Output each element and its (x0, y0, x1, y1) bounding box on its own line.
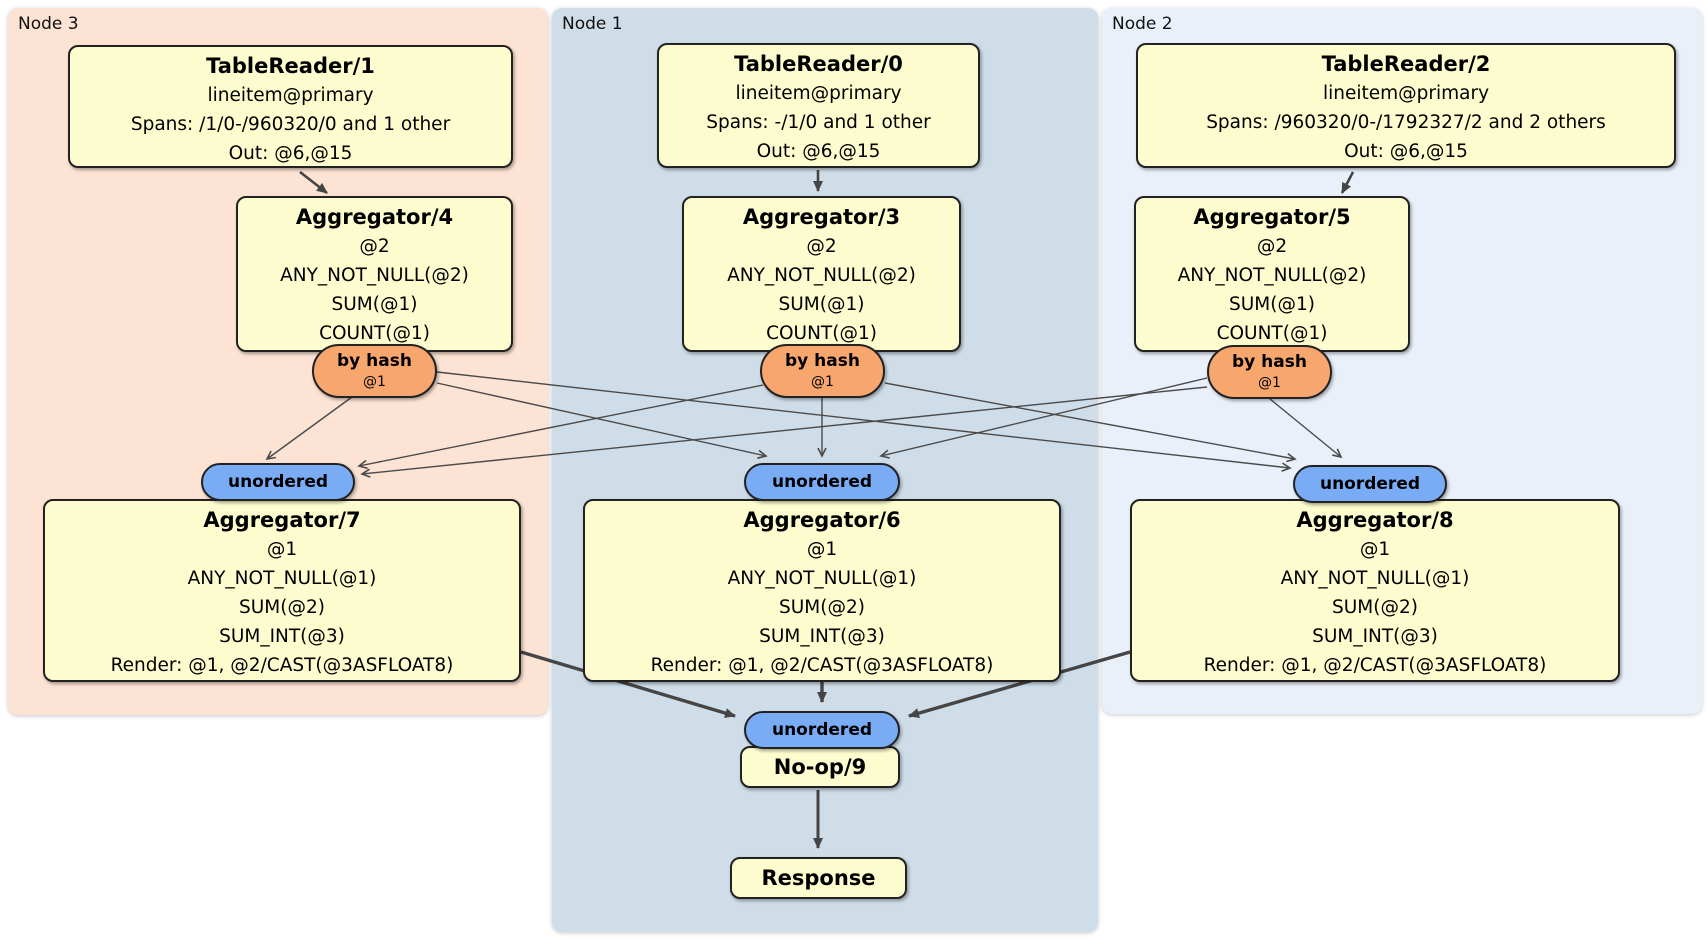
processor-detail-line: COUNT(@1) (1216, 323, 1328, 344)
processor-title: TableReader/2 (1321, 52, 1491, 76)
sync-label: unordered (227, 472, 329, 492)
response-node: Response (730, 857, 907, 899)
processor-detail-line: @1 (1359, 539, 1391, 560)
processor-title: Aggregator/3 (742, 205, 901, 229)
processor-detail-line: Out: @6,@15 (1344, 141, 1468, 162)
sync-label: unordered (771, 720, 873, 740)
processor-title: Aggregator/8 (1296, 508, 1454, 532)
processor-noop-9: No-op/9 (740, 746, 900, 788)
processor-detail-line: ANY_NOT_NULL(@2) (727, 265, 916, 286)
processor-detail-line: Spans: /1/0-/960320/0 and 1 other (130, 114, 451, 135)
processor-detail-line: lineitem@primary (735, 83, 902, 104)
processor-title: Aggregator/4 (295, 205, 454, 229)
edges-hash-router-streams (265, 371, 1343, 478)
processor-aggregator-6: Aggregator/6 @1 ANY_NOT_NULL(@1) SUM(@2)… (583, 499, 1061, 682)
processor-detail-line: @2 (359, 236, 390, 257)
processor-detail-line: SUM(@1) (1229, 294, 1315, 315)
processor-detail-line: Render: @1, @2/CAST(@3ASFLOAT8) (110, 655, 454, 676)
sync-unordered-middle: unordered (744, 463, 900, 501)
processor-detail-line: @1 (806, 539, 838, 560)
edges-aggregator-to-final-sync (520, 650, 1131, 719)
processor-detail-line: COUNT(@1) (319, 323, 430, 344)
processor-tablereader-0: TableReader/0 lineitem@primary Spans: -/… (657, 43, 980, 168)
processor-detail-line: ANY_NOT_NULL(@1) (727, 568, 917, 589)
router-label: by hash (1232, 352, 1307, 372)
processor-title: Response (761, 866, 876, 890)
processor-aggregator-5: Aggregator/5 @2 ANY_NOT_NULL(@2) SUM(@1)… (1134, 196, 1410, 352)
processor-detail-line: @2 (806, 236, 837, 257)
processor-detail-line: Out: @6,@15 (756, 141, 881, 162)
processor-title: Aggregator/7 (203, 508, 361, 532)
processor-detail-line: SUM_INT(@3) (219, 626, 345, 647)
processor-detail-line: Out: @6,@15 (228, 143, 353, 164)
region-node3-label: Node 3 (18, 14, 79, 34)
processor-detail-line: SUM_INT(@3) (759, 626, 885, 647)
processor-title: TableReader/1 (206, 54, 375, 78)
processor-title: TableReader/0 (734, 52, 903, 76)
processor-detail-line: ANY_NOT_NULL(@1) (1280, 568, 1470, 589)
processor-aggregator-3: Aggregator/3 @2 ANY_NOT_NULL(@2) SUM(@1)… (682, 196, 961, 352)
processor-detail-line: Render: @1, @2/CAST(@3ASFLOAT8) (650, 655, 994, 676)
processor-detail-line: ANY_NOT_NULL(@2) (1177, 265, 1367, 286)
router-columns: @1 (811, 374, 834, 390)
processor-detail-line: ANY_NOT_NULL(@1) (187, 568, 377, 589)
processor-aggregator-8: Aggregator/8 @1 ANY_NOT_NULL(@1) SUM(@2)… (1130, 499, 1620, 682)
processor-detail-line: SUM(@2) (779, 597, 865, 618)
router-columns: @1 (1258, 375, 1281, 391)
processor-detail-line: Spans: /960320/0-/1792327/2 and 2 others (1206, 112, 1606, 133)
processor-aggregator-4: Aggregator/4 @2 ANY_NOT_NULL(@2) SUM(@1)… (236, 196, 513, 352)
processor-detail-line: Spans: -/1/0 and 1 other (706, 112, 931, 133)
edges-tablereader-to-aggregator (299, 170, 1355, 195)
sync-unordered-right: unordered (1293, 465, 1447, 503)
router-by-hash-node2: by hash @1 (1207, 345, 1332, 399)
processor-detail-line: lineitem@primary (207, 85, 374, 106)
processor-tablereader-1: TableReader/1 lineitem@primary Spans: /1… (68, 45, 513, 168)
processor-detail-line: SUM(@2) (1332, 597, 1418, 618)
processor-title: No-op/9 (773, 755, 867, 779)
processor-detail-line: @1 (266, 539, 298, 560)
router-by-hash-node1: by hash @1 (760, 344, 885, 398)
processor-title: Aggregator/5 (1193, 205, 1351, 229)
region-node1-label: Node 1 (562, 14, 623, 34)
sync-label: unordered (771, 472, 873, 492)
processor-detail-line: SUM(@1) (778, 294, 865, 315)
processor-detail-line: COUNT(@1) (766, 323, 877, 344)
processor-detail-line: SUM(@2) (239, 597, 325, 618)
processor-detail-line: ANY_NOT_NULL(@2) (280, 265, 469, 286)
processor-aggregator-7: Aggregator/7 @1 ANY_NOT_NULL(@1) SUM(@2)… (43, 499, 521, 682)
processor-detail-line: Render: @1, @2/CAST(@3ASFLOAT8) (1203, 655, 1547, 676)
router-columns: @1 (363, 374, 386, 390)
router-by-hash-node3: by hash @1 (312, 344, 437, 398)
sync-unordered-left: unordered (201, 463, 355, 501)
processor-detail-line: lineitem@primary (1322, 83, 1490, 104)
processor-title: Aggregator/6 (743, 508, 901, 532)
processor-detail-line: SUM_INT(@3) (1312, 626, 1438, 647)
processor-detail-line: @2 (1256, 236, 1288, 257)
router-label: by hash (785, 351, 860, 371)
region-node2-label: Node 2 (1112, 14, 1173, 34)
processor-tablereader-2: TableReader/2 lineitem@primary Spans: /9… (1136, 43, 1676, 168)
sync-label: unordered (1319, 474, 1421, 494)
processor-detail-line: SUM(@1) (331, 294, 418, 315)
router-label: by hash (337, 351, 412, 371)
sync-unordered-final: unordered (744, 711, 900, 749)
